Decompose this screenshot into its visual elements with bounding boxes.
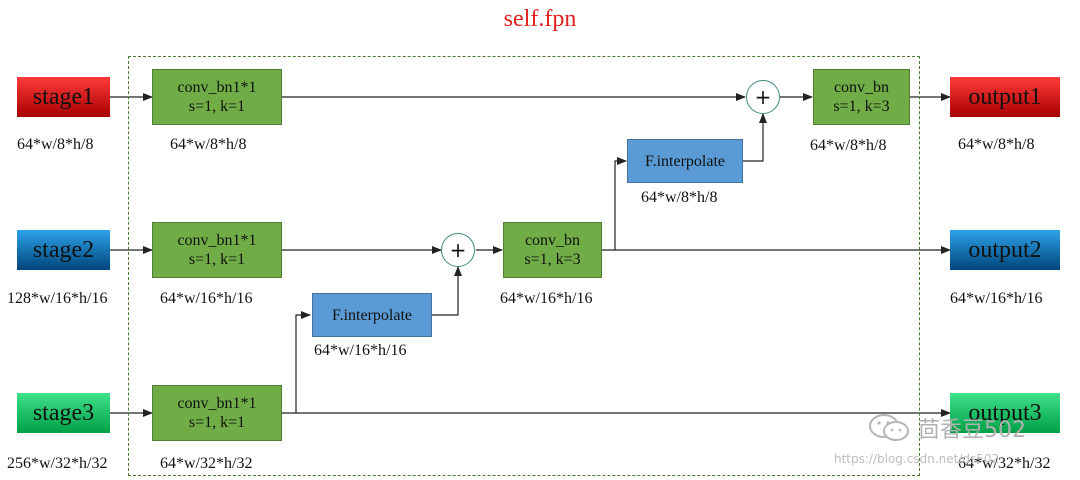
merge-conv-2-dim: 64*w/16*h/16 bbox=[500, 290, 593, 307]
output-output3-dim: 64*w/32*h/32 bbox=[958, 455, 1051, 472]
interpolate-box-1-dim: 64*w/8*h/8 bbox=[641, 189, 718, 206]
output-output1-label: output1 bbox=[968, 83, 1042, 110]
output-output3-label: output3 bbox=[968, 399, 1042, 426]
add-node-1: + bbox=[746, 80, 780, 114]
merge-conv-1-line1: conv_bn bbox=[833, 79, 890, 96]
input-stage3: stage3 bbox=[17, 393, 110, 433]
input-stage1-dim: 64*w/8*h/8 bbox=[17, 136, 94, 153]
input-stage2: stage2 bbox=[17, 230, 110, 270]
input-stage2-dim: 128*w/16*h/16 bbox=[7, 290, 108, 307]
input-stage3-dim: 256*w/32*h/32 bbox=[7, 455, 108, 472]
input-stage1: stage1 bbox=[17, 77, 110, 117]
interpolate-box-2-label: F.interpolate bbox=[331, 306, 413, 324]
output-output2-dim: 64*w/16*h/16 bbox=[950, 290, 1043, 307]
lateral-conv-1: conv_bn1*1 s=1, k=1 bbox=[152, 69, 282, 125]
watermark-url: https://blog.csdn.net/ds502 bbox=[834, 452, 1000, 466]
interpolate-box-2: F.interpolate bbox=[312, 293, 432, 337]
output-output3: output3 bbox=[950, 393, 1060, 433]
arrow-interp2-plus2 bbox=[432, 266, 462, 316]
merge-conv-2-line2: s=1, k=3 bbox=[524, 251, 581, 268]
output-output2-label: output2 bbox=[968, 236, 1042, 263]
diagram-title: self.fpn bbox=[503, 6, 577, 32]
output-output1: output1 bbox=[950, 77, 1060, 117]
merge-conv-1-dim: 64*w/8*h/8 bbox=[810, 137, 887, 154]
lateral-conv-2-line2: s=1, k=1 bbox=[188, 251, 246, 268]
arrow-lateral3-interp2 bbox=[295, 311, 311, 413]
lateral-conv-3: conv_bn1*1 s=1, k=1 bbox=[152, 385, 282, 441]
output-output1-dim: 64*w/8*h/8 bbox=[958, 136, 1035, 153]
add-node-2: + bbox=[441, 233, 475, 267]
arrow-interp1-plus1 bbox=[743, 113, 767, 162]
lateral-conv-1-line1: conv_bn1*1 bbox=[177, 79, 257, 96]
lateral-conv-2-dim: 64*w/16*h/16 bbox=[160, 290, 253, 307]
input-stage3-label: stage3 bbox=[32, 399, 95, 426]
merge-conv-1: conv_bn s=1, k=3 bbox=[813, 69, 910, 125]
interpolate-box-1-label: F.interpolate bbox=[644, 152, 726, 170]
output-output2: output2 bbox=[950, 230, 1060, 270]
lateral-conv-3-line1: conv_bn1*1 bbox=[177, 395, 257, 412]
lateral-conv-2: conv_bn1*1 s=1, k=1 bbox=[152, 222, 282, 278]
interpolate-box-2-dim: 64*w/16*h/16 bbox=[314, 342, 407, 359]
watermark-text: 茴香豆502 bbox=[918, 418, 1026, 443]
watermark: 茴香豆502 bbox=[868, 412, 1026, 444]
arrow-merge2-interp1 bbox=[614, 157, 627, 250]
fpn-frame bbox=[128, 56, 920, 476]
merge-conv-2-line1: conv_bn bbox=[524, 232, 581, 249]
lateral-conv-3-line2: s=1, k=1 bbox=[188, 414, 246, 431]
merge-conv-2: conv_bn s=1, k=3 bbox=[503, 222, 602, 278]
wechat-icon bbox=[869, 414, 909, 441]
interpolate-box-1: F.interpolate bbox=[627, 139, 743, 183]
lateral-conv-1-dim: 64*w/8*h/8 bbox=[170, 136, 247, 153]
input-stage2-label: stage2 bbox=[32, 236, 95, 263]
input-stage1-label: stage1 bbox=[32, 83, 95, 110]
merge-conv-1-line2: s=1, k=3 bbox=[833, 98, 890, 115]
lateral-conv-1-line2: s=1, k=1 bbox=[188, 98, 246, 115]
lateral-conv-3-dim: 64*w/32*h/32 bbox=[160, 455, 253, 472]
lateral-conv-2-line1: conv_bn1*1 bbox=[177, 232, 257, 249]
